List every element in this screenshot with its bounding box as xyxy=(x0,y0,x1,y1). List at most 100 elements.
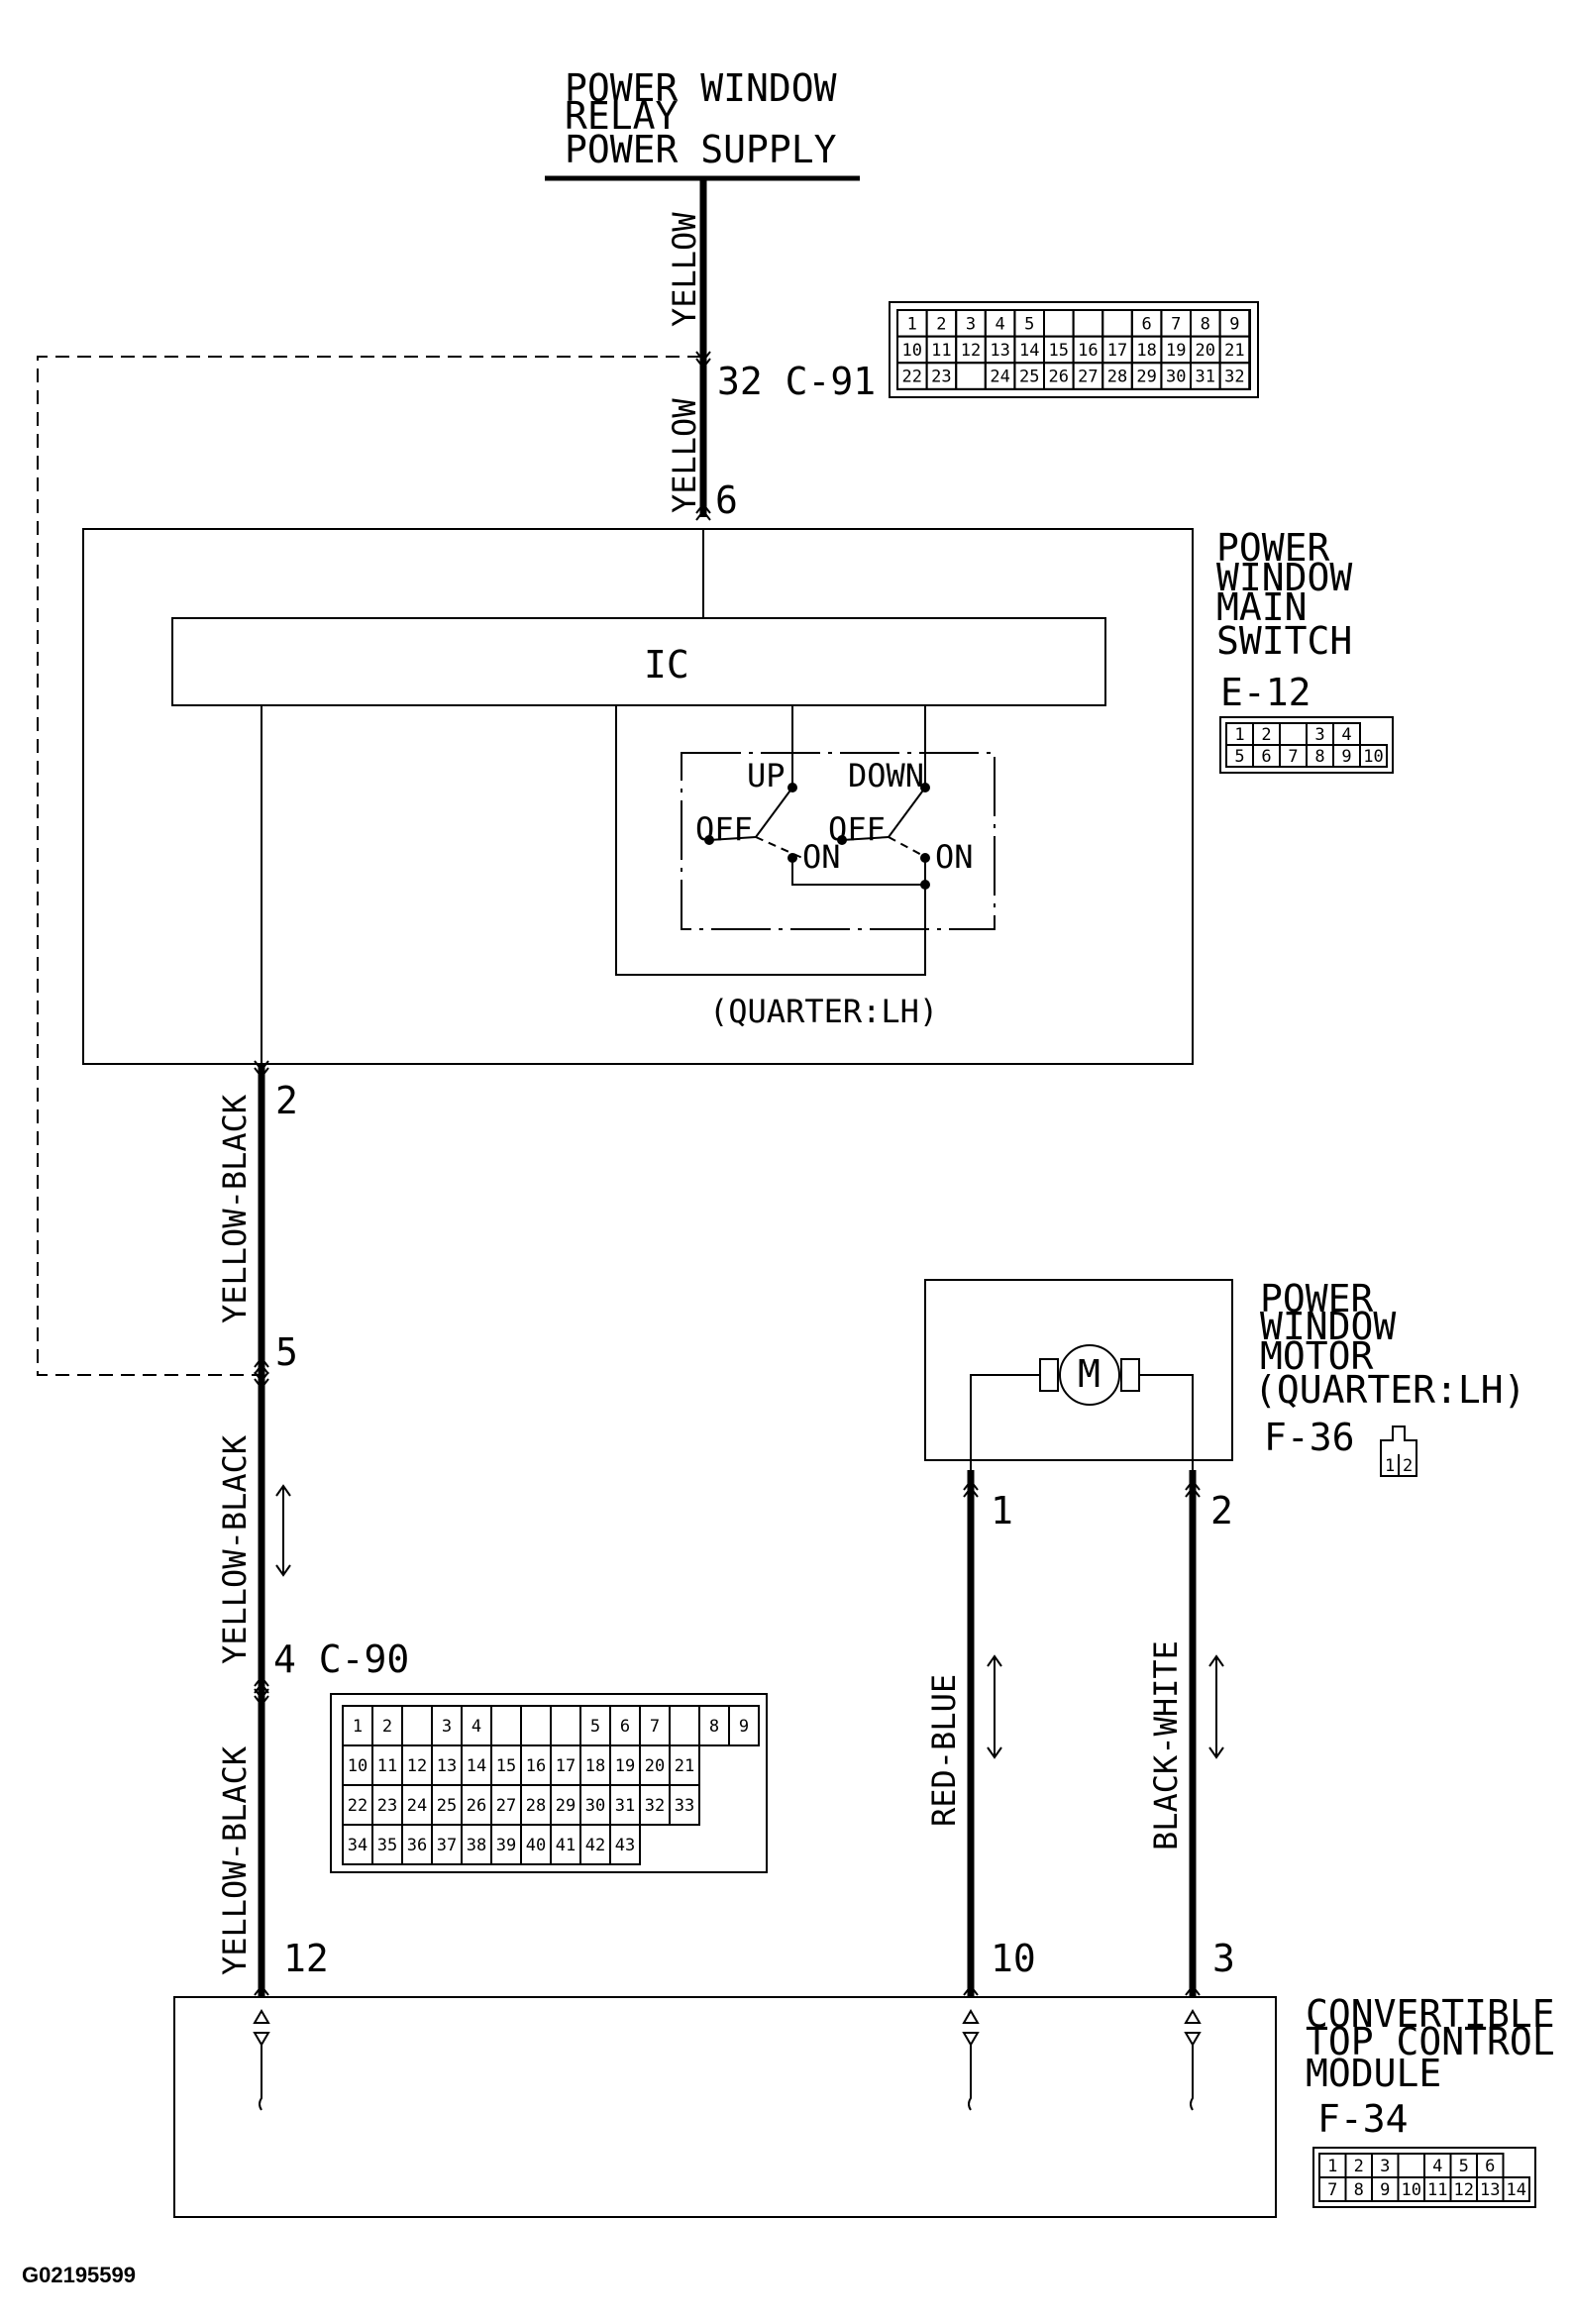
svg-text:UP: UP xyxy=(747,757,786,794)
c90-pin: 33 xyxy=(675,1796,694,1816)
connector-c90 xyxy=(330,1693,768,1873)
svg-text:POWER SUPPLY: POWER SUPPLY xyxy=(565,128,837,171)
e12-pin: 10 xyxy=(1363,747,1383,767)
c90-pin: 24 xyxy=(407,1796,427,1816)
c90-pin: 18 xyxy=(585,1756,605,1776)
switch-labels: UP DOWN OFF OFF ON ON (QUARTER:LH) xyxy=(695,757,974,1030)
switch-dashed-frame xyxy=(681,752,996,930)
c91-pin: 14 xyxy=(1019,341,1039,361)
terminal-c91: 32 C-91 xyxy=(717,360,876,403)
f34-pin: 5 xyxy=(1459,2157,1469,2176)
c90-pin: 39 xyxy=(496,1836,516,1855)
f34-pin: 7 xyxy=(1327,2180,1337,2200)
c91-pin: 10 xyxy=(902,341,922,361)
c91-cell xyxy=(1218,362,1251,390)
c91-pin: 22 xyxy=(902,368,922,387)
c90-pin: 22 xyxy=(348,1796,367,1816)
terminal-motor-2: 2 xyxy=(1210,1489,1233,1532)
harness-arrow-black-white xyxy=(1208,1654,1224,1759)
c90-pin: 6 xyxy=(620,1717,630,1737)
f34-pin: 8 xyxy=(1354,2180,1364,2200)
module-terminal-symbols xyxy=(253,2009,1202,2111)
svg-text:OFF: OFF xyxy=(695,810,753,848)
wire-label-yellow-black-1: YELLOW-BLACK xyxy=(216,1094,254,1323)
wire-label-yellow-black-2: YELLOW-BLACK xyxy=(216,1434,254,1664)
c91-pin: 9 xyxy=(1229,314,1239,334)
e12-pin: 5 xyxy=(1234,747,1244,767)
e12-pin: 2 xyxy=(1261,725,1271,745)
c90-pin: 23 xyxy=(377,1796,397,1816)
c90-pin: 30 xyxy=(585,1796,605,1816)
c90-pin: 42 xyxy=(585,1836,605,1855)
module-label: CONVERTIBLE TOP CONTROL MODULE F-34 xyxy=(1306,1992,1555,2141)
svg-text:DOWN: DOWN xyxy=(848,757,924,794)
c91-pin: 32 xyxy=(1224,368,1244,387)
terminal-switch-6: 6 xyxy=(715,478,738,522)
c91-pin: 28 xyxy=(1107,368,1127,387)
c90-pin: 1 xyxy=(353,1717,363,1737)
svg-text:MODULE: MODULE xyxy=(1306,2052,1441,2095)
c91-pin: 4 xyxy=(995,314,1004,334)
e12-cell xyxy=(1359,744,1388,768)
c90-pin: 7 xyxy=(650,1717,660,1737)
harness-arrow-left xyxy=(275,1484,291,1577)
c90-pin: 8 xyxy=(709,1717,719,1737)
f34-pin: 4 xyxy=(1432,2157,1442,2176)
c91-pin: 25 xyxy=(1019,368,1039,387)
c91-pin: 1 xyxy=(907,314,917,334)
f34-pin: 14 xyxy=(1507,2180,1526,2200)
terminal-junction-5: 5 xyxy=(275,1330,298,1374)
svg-text:OFF: OFF xyxy=(828,810,886,848)
svg-text:(QUARTER:LH): (QUARTER:LH) xyxy=(709,993,938,1030)
harness-arrow-red-blue xyxy=(987,1654,1002,1759)
c91-pin: 18 xyxy=(1136,341,1156,361)
f34-pin: 10 xyxy=(1402,2180,1421,2200)
c90-pin: 17 xyxy=(556,1756,576,1776)
motor-letter: M xyxy=(1078,1352,1101,1396)
e12-pin: 6 xyxy=(1261,747,1271,767)
svg-text:F-34: F-34 xyxy=(1317,2097,1409,2141)
svg-text:MAIN: MAIN xyxy=(1216,585,1308,629)
c91-pin: 26 xyxy=(1049,368,1069,387)
f34-cell xyxy=(1502,2176,1530,2202)
svg-text:POWER: POWER xyxy=(1216,526,1330,570)
c90-pin: 40 xyxy=(526,1836,546,1855)
dashed-alternate-path xyxy=(37,356,701,1376)
c90-pin: 11 xyxy=(377,1756,397,1776)
svg-text:ON: ON xyxy=(802,838,841,876)
c90-pin: 25 xyxy=(437,1796,457,1816)
f34-pin: 6 xyxy=(1485,2157,1495,2176)
f34-pin: 2 xyxy=(1354,2157,1364,2176)
svg-text:2: 2 xyxy=(1403,1456,1413,1476)
c91-pin: 5 xyxy=(1024,314,1034,334)
e12-pin: 8 xyxy=(1314,747,1324,767)
power-supply-label: POWER WINDOW RELAY POWER SUPPLY xyxy=(565,66,837,171)
f34-pin: 12 xyxy=(1454,2180,1474,2200)
c91-pin: 17 xyxy=(1107,341,1127,361)
c90-pin: 12 xyxy=(407,1756,427,1776)
c90-pin: 3 xyxy=(442,1717,452,1737)
c90-cell xyxy=(728,1705,760,1746)
c90-pin: 31 xyxy=(615,1796,635,1816)
svg-text:F-36: F-36 xyxy=(1264,1416,1355,1459)
c91-pin: 2 xyxy=(936,314,946,334)
wire-label-black-white: BLACK-WHITE xyxy=(1147,1640,1185,1850)
c91-pin: 8 xyxy=(1201,314,1210,334)
wire-label-yellow-black-3: YELLOW-BLACK xyxy=(216,1745,254,1975)
c91-pin: 21 xyxy=(1224,341,1244,361)
motor-symbol xyxy=(1059,1344,1120,1406)
c90-pin: 28 xyxy=(526,1796,546,1816)
f34-pin: 13 xyxy=(1480,2180,1500,2200)
c91-pin: 6 xyxy=(1141,314,1151,334)
c91-pin: 12 xyxy=(961,341,981,361)
motor-label: POWER WINDOW MOTOR (QUARTER:LH) F-36 xyxy=(1254,1277,1526,1459)
svg-text:TOP CONTROL: TOP CONTROL xyxy=(1306,2020,1555,2063)
c90-pin: 10 xyxy=(348,1756,367,1776)
svg-text:ON: ON xyxy=(935,838,974,876)
e12-pin: 3 xyxy=(1314,725,1324,745)
e12-pin: 4 xyxy=(1341,725,1351,745)
c90-pin: 19 xyxy=(615,1756,635,1776)
f34-pin: 9 xyxy=(1380,2180,1390,2200)
